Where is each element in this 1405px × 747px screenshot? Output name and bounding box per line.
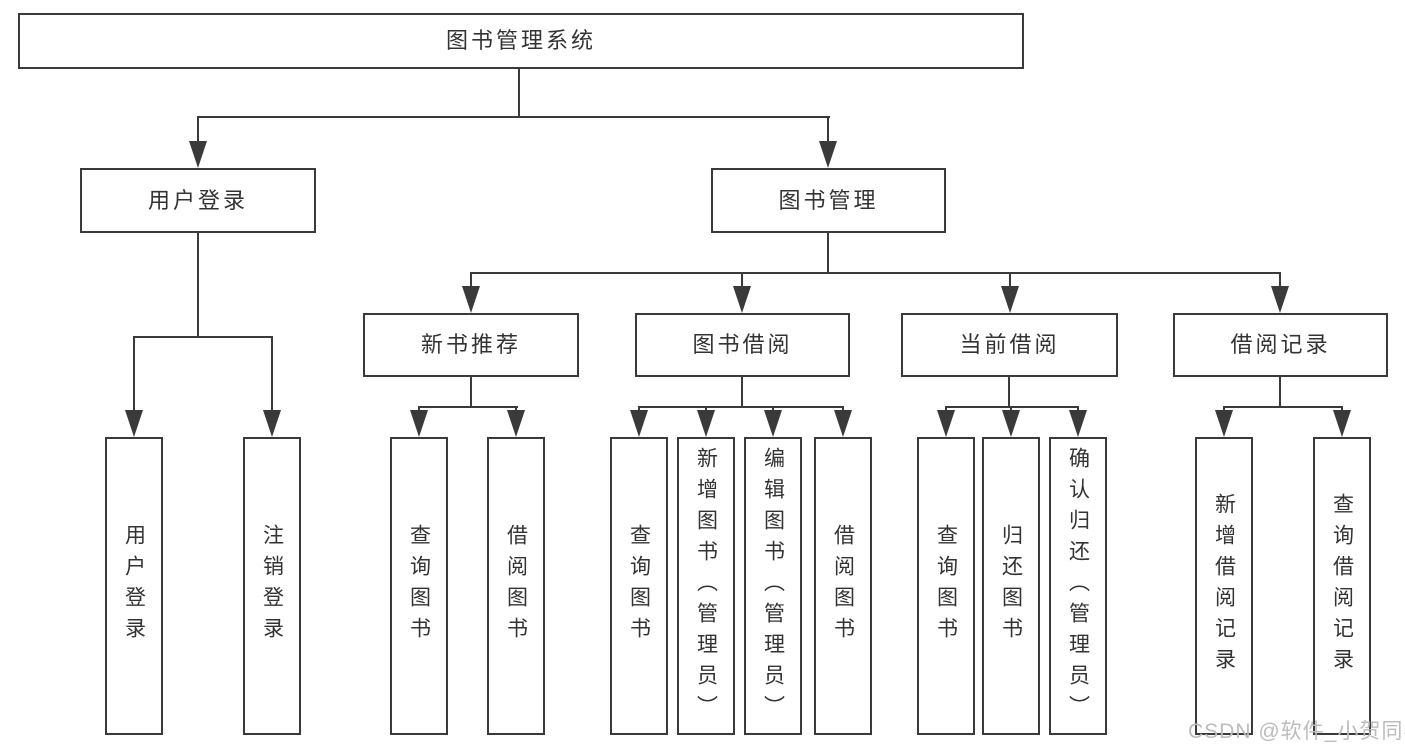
node-book-borrowing: 图书借阅 xyxy=(635,313,850,377)
arrowhead-icon xyxy=(733,286,751,313)
node-add-books-admin: 新增图书（管理员） xyxy=(677,437,735,735)
arrowhead-icon xyxy=(189,141,207,168)
node-label: 借阅图书 xyxy=(504,524,528,648)
arrowhead-icon xyxy=(125,410,143,437)
node-library-system: 图书管理系统 xyxy=(18,13,1024,69)
node-label: 用户登录 xyxy=(122,524,146,648)
connector-line xyxy=(945,406,1079,408)
node-query-books-borrowing: 查询图书 xyxy=(610,437,668,735)
connector-line xyxy=(197,116,830,118)
connector-line xyxy=(1223,406,1343,408)
connector-line xyxy=(271,336,273,412)
arrowhead-icon xyxy=(1069,410,1087,437)
node-query-borrow-record: 查询借阅记录 xyxy=(1313,437,1371,735)
node-query-books-current: 查询图书 xyxy=(917,437,975,735)
node-borrow-books-recommend: 借阅图书 xyxy=(487,437,545,735)
connector-line xyxy=(1008,375,1010,408)
connector-line xyxy=(197,231,199,338)
node-label: 归还图书 xyxy=(999,524,1023,648)
connector-line xyxy=(1279,375,1281,408)
node-logout-leaf: 注销登录 xyxy=(243,437,301,735)
connector-line xyxy=(1279,272,1281,288)
node-label: 查询图书 xyxy=(407,524,431,648)
arrowhead-icon xyxy=(263,410,281,437)
node-label: 新增借阅记录 xyxy=(1212,493,1236,679)
node-label: 注销登录 xyxy=(260,524,284,648)
connector-line xyxy=(133,336,135,412)
node-label: 查询图书 xyxy=(934,524,958,648)
node-label: 用户登录 xyxy=(147,187,248,213)
arrowhead-icon xyxy=(1215,410,1233,437)
connector-line xyxy=(638,406,844,408)
node-borrowing-records: 借阅记录 xyxy=(1173,313,1388,377)
arrowhead-icon xyxy=(1271,286,1289,313)
node-add-borrow-record: 新增借阅记录 xyxy=(1195,437,1253,735)
arrowhead-icon xyxy=(937,410,955,437)
arrowhead-icon xyxy=(819,141,837,168)
node-new-book-recommend: 新书推荐 xyxy=(363,313,579,377)
arrowhead-icon xyxy=(630,410,648,437)
arrowhead-icon xyxy=(1002,410,1020,437)
arrowhead-icon xyxy=(764,410,782,437)
node-user-login: 用户登录 xyxy=(80,168,316,233)
node-confirm-return-admin: 确认归还（管理员） xyxy=(1049,437,1107,735)
connector-line xyxy=(133,336,273,338)
node-label: 借阅记录 xyxy=(1230,332,1331,357)
arrowhead-icon xyxy=(462,286,480,313)
connector-line xyxy=(197,116,199,144)
connector-line xyxy=(470,272,472,288)
connector-line xyxy=(518,67,520,118)
node-return-books: 归还图书 xyxy=(982,437,1040,735)
connector-line xyxy=(827,231,829,274)
node-label: 借阅图书 xyxy=(831,524,855,648)
connector-line xyxy=(741,375,743,408)
node-borrow-books-borrowing: 借阅图书 xyxy=(814,437,872,735)
connector-line xyxy=(418,406,518,408)
node-label: 当前借阅 xyxy=(959,332,1060,357)
connector-line xyxy=(470,375,472,408)
node-label: 查询借阅记录 xyxy=(1330,493,1354,679)
node-label: 新增图书（管理员） xyxy=(694,446,718,726)
arrowhead-icon xyxy=(1001,286,1019,313)
arrowhead-icon xyxy=(410,410,428,437)
connector-line xyxy=(1009,272,1011,288)
node-label: 图书管理系统 xyxy=(445,28,596,53)
connector-line xyxy=(470,272,1281,274)
watermark: CSDN @软件_小贺同学 xyxy=(1188,720,1405,743)
node-label: 查询图书 xyxy=(627,524,651,648)
arrowhead-icon xyxy=(697,410,715,437)
connector-line xyxy=(827,116,829,144)
node-label: 图书管理 xyxy=(778,187,879,213)
node-edit-books-admin: 编辑图书（管理员） xyxy=(744,437,802,735)
connector-line xyxy=(741,272,743,288)
node-current-borrowing: 当前借阅 xyxy=(901,313,1118,377)
arrowhead-icon xyxy=(507,410,525,437)
node-label: 图书借阅 xyxy=(692,332,793,357)
node-query-books-recommend: 查询图书 xyxy=(390,437,448,735)
arrowhead-icon xyxy=(834,410,852,437)
node-book-management: 图书管理 xyxy=(711,168,946,233)
arrowhead-icon xyxy=(1333,410,1351,437)
node-label: 编辑图书（管理员） xyxy=(761,446,785,726)
node-login-leaf: 用户登录 xyxy=(105,437,163,735)
node-label: 新书推荐 xyxy=(420,332,521,357)
node-label: 确认归还（管理员） xyxy=(1066,446,1090,726)
